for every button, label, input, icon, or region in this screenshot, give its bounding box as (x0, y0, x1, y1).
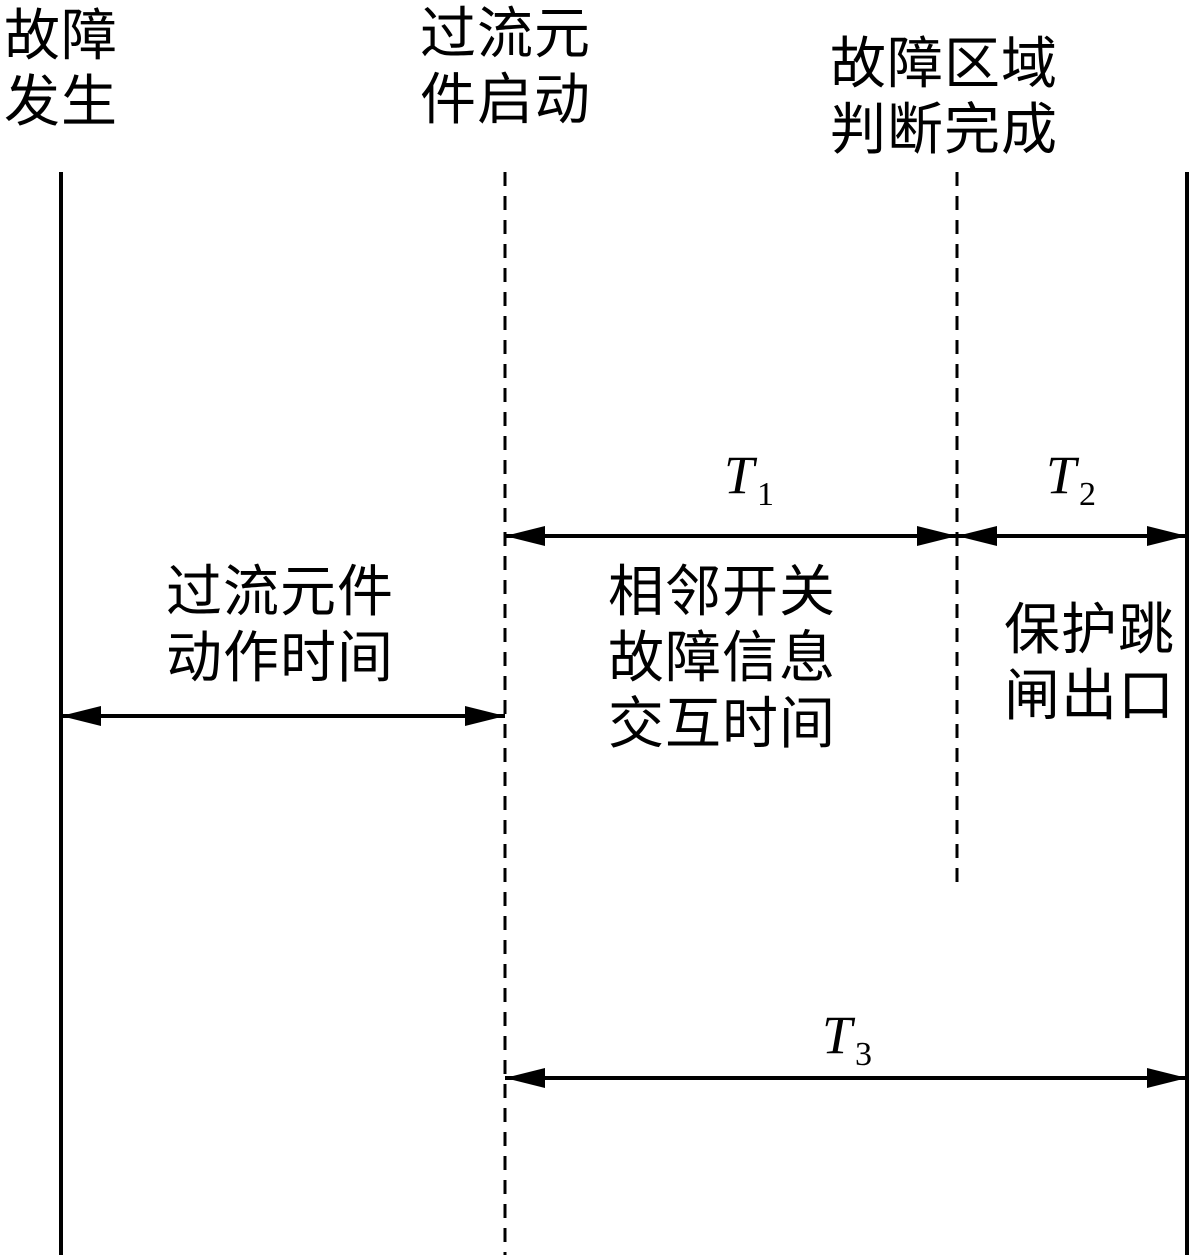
t1-symbol: T (724, 445, 755, 505)
overcurrent-start-label-line2: 件启动 (420, 68, 591, 133)
zone-judged-label-line2: 判断完成 (830, 98, 1058, 163)
t2-label: T2 (1046, 444, 1096, 514)
zone-judged-label-line1: 故障区域 (830, 32, 1058, 97)
fault-occur-label-line2: 发生 (4, 70, 118, 135)
t2-description-line1: 保护跳 (1004, 598, 1175, 663)
overcurrent-action-label: 过流元件 动作时间 (166, 560, 394, 692)
t3-symbol: T (822, 1005, 853, 1065)
t1-description-line3: 交互时间 (608, 692, 836, 757)
fault-occur-label-line1: 故障 (4, 4, 118, 69)
overcurrent-start-label-line1: 过流元 (420, 2, 591, 67)
t1-description-line2: 故障信息 (608, 626, 836, 691)
t2-symbol: T (1046, 445, 1077, 505)
zone-judged-label: 故障区域 判断完成 (830, 32, 1058, 164)
fault-occur-label: 故障 发生 (4, 4, 118, 136)
t2-description: 保护跳 闸出口 (1004, 598, 1175, 730)
t1-description: 相邻开关 故障信息 交互时间 (608, 560, 836, 758)
t3-label: T3 (822, 1004, 872, 1074)
overcurrent-action-label-line2: 动作时间 (166, 626, 394, 691)
t2-description-line2: 闸出口 (1004, 664, 1175, 729)
overcurrent-action-label-line1: 过流元件 (166, 560, 394, 625)
t2-subscript: 2 (1079, 476, 1097, 513)
overcurrent-start-label: 过流元 件启动 (420, 2, 591, 134)
t1-description-line1: 相邻开关 (608, 560, 836, 625)
t3-subscript: 3 (855, 1036, 873, 1073)
t1-subscript: 1 (757, 476, 775, 513)
t1-label: T1 (724, 444, 774, 514)
